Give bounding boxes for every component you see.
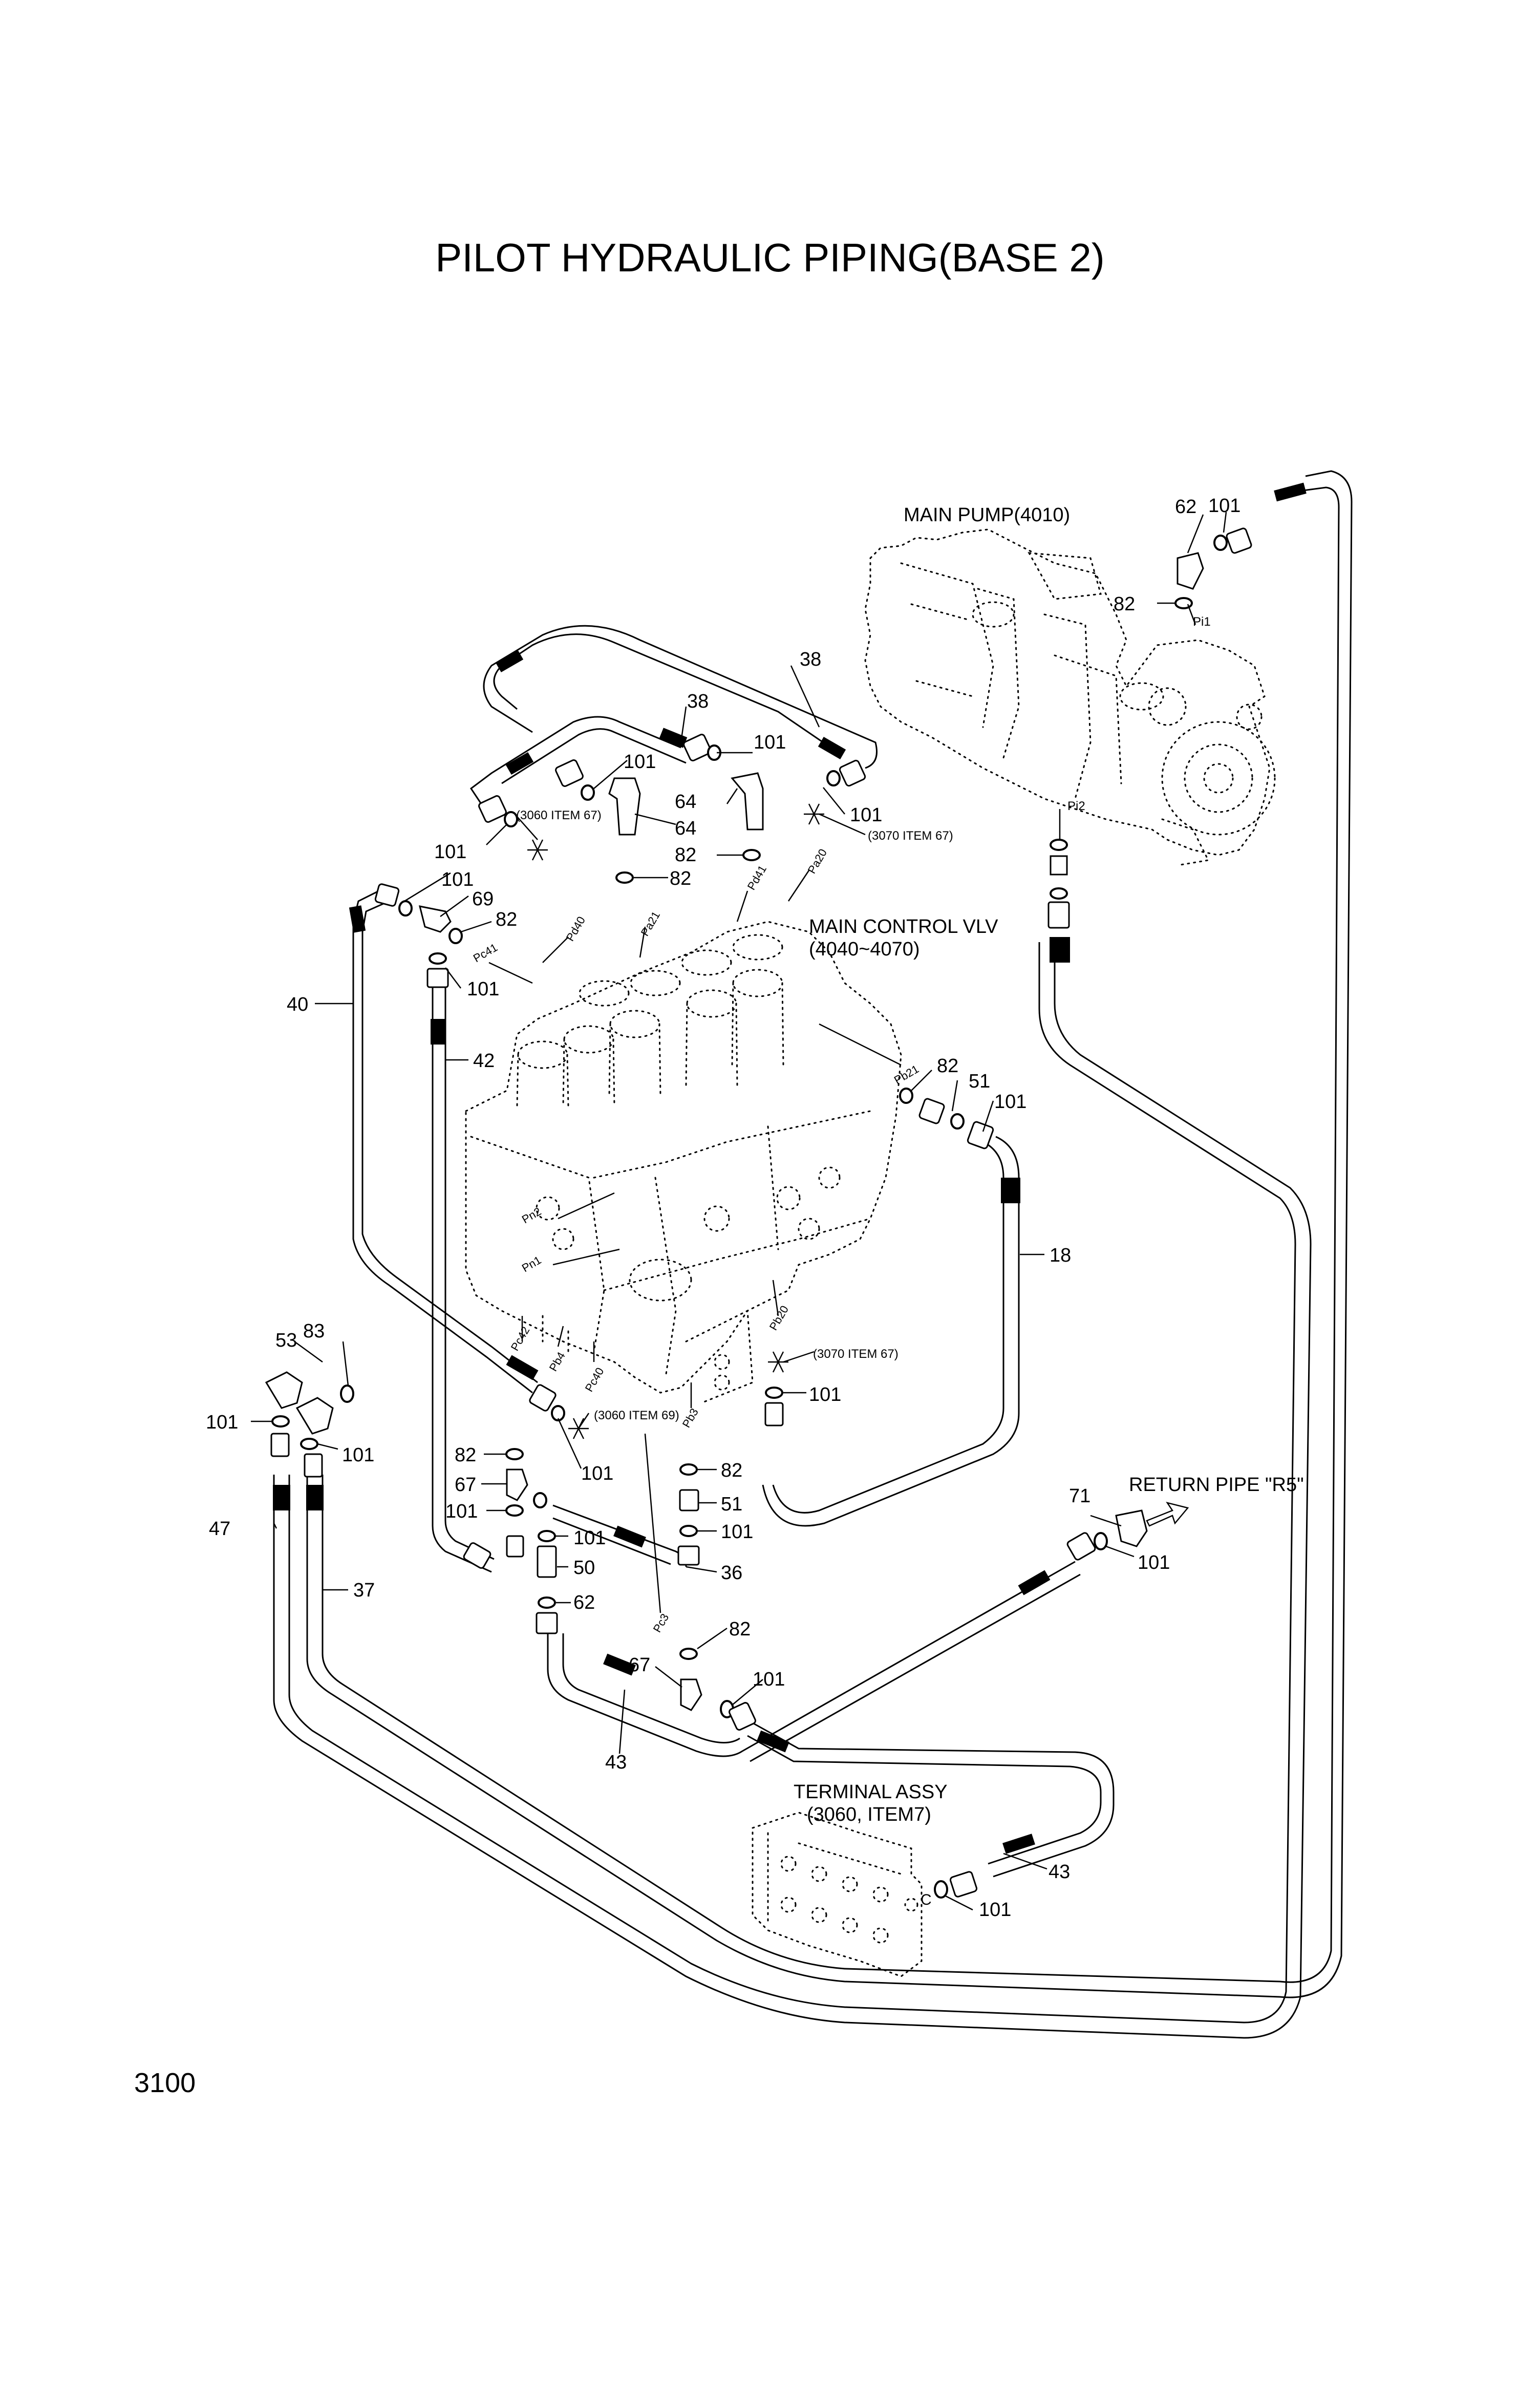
part-callout: 38 [687,691,709,712]
part-callout: 101 [994,1091,1026,1113]
part-callout: 101 [1138,1552,1170,1573]
reference-label: (3060 ITEM 69) [594,1409,679,1422]
part-callout: 101 [624,751,656,773]
part-callout: 101 [573,1527,606,1549]
port-pb20: Pb20 [767,1303,791,1332]
port-pd40: Pd40 [564,914,588,943]
port-pb21: Pb21 [892,1062,921,1087]
main-control-valve-range: (4040~4070) [809,939,920,960]
part-callout: 101 [467,978,499,1000]
port-pn2: Pn2 [520,1205,543,1226]
port-pc42: Pc42 [508,1325,532,1353]
part-callout: 101 [445,1501,478,1522]
part-callout: 53 [275,1330,297,1351]
diagram-title: PILOT HYDRAULIC PIPING(BASE 2) [435,235,1105,280]
port-pi2: Pi2 [1067,799,1085,813]
port-pi1: Pi1 [1193,615,1211,629]
part-callout: 101 [979,1899,1011,1921]
part-callout: 101 [850,804,882,826]
port-pd41: Pd41 [745,863,769,892]
part-callout: 82 [455,1444,476,1466]
part-callout: 18 [1050,1245,1071,1266]
part-callout: 101 [206,1412,238,1433]
part-callout: 62 [573,1592,595,1613]
part-callout: 37 [353,1580,375,1601]
part-callouts: 101 62 82 38 38 101 101 64 64 101 82 101… [206,495,1240,1921]
part-callout: 69 [472,888,494,910]
part-callout: 83 [303,1321,325,1342]
part-callout: 82 [937,1055,958,1077]
reference-label: (3070 ITEM 67) [868,829,953,843]
main-control-valve [465,921,902,1404]
reference-label: (3060 ITEM 67) [516,808,602,822]
part-callout: 38 [800,649,821,670]
main-pump [864,528,1276,866]
terminal-assy-ref: (3060, ITEM7) [807,1804,931,1825]
terminal-port-c: C [921,1891,932,1908]
port-pc3: Pc3 [651,1611,672,1634]
port-pa21: Pa21 [638,909,662,938]
part-callout: 42 [473,1050,495,1072]
part-callout: 50 [573,1557,595,1579]
part-callout: 67 [629,1654,650,1676]
part-callout: 82 [721,1460,742,1481]
fittings [265,527,1252,1899]
port-pc40: Pc40 [583,1366,607,1394]
part-callout: 101 [342,1444,374,1466]
part-callout: 82 [675,844,696,866]
port-pb3: Pb3 [680,1406,701,1430]
part-callout: 101 [754,732,786,753]
port-pc41: Pc41 [471,941,500,965]
part-callout: 101 [581,1463,613,1484]
part-callout: 51 [969,1071,990,1092]
part-callout: 64 [675,791,696,813]
leader-lines [251,512,1227,1911]
part-callout: 82 [496,909,517,930]
part-callout: 43 [605,1752,627,1773]
port-pb4: Pb4 [547,1350,568,1373]
part-callout: 64 [675,818,696,839]
part-callout: 82 [670,868,691,889]
reference-label: (3070 ITEM 67) [813,1347,899,1361]
main-control-valve-label: MAIN CONTROL VLV [809,916,998,938]
port-pn1: Pn1 [520,1253,543,1274]
part-callout: 82 [729,1619,751,1640]
part-callout: 101 [434,841,466,863]
terminal-assy [752,1812,923,1977]
part-callout: 67 [455,1474,476,1496]
part-callout: 101 [441,869,474,890]
hoses [273,470,1353,2039]
part-callout: 82 [1114,593,1135,615]
terminal-assy-label: TERMINAL ASSY [794,1781,948,1803]
hose-hatching [273,482,1307,1854]
part-callout: 47 [209,1518,230,1540]
page-number: 3100 [134,2068,196,2098]
part-callout: 101 [721,1521,753,1543]
part-callout: 43 [1049,1861,1070,1883]
part-callout: 101 [1208,495,1240,517]
part-callout: 101 [809,1384,841,1406]
main-pump-label: MAIN PUMP(4010) [904,504,1070,526]
part-callout: 71 [1069,1485,1090,1507]
port-pa20: Pa20 [805,846,829,876]
part-callout: 62 [1175,496,1196,518]
part-callout: 51 [721,1494,742,1515]
part-callout: 36 [721,1562,742,1584]
return-pipe-label: RETURN PIPE "R5" [1129,1474,1304,1496]
part-callout: 40 [287,994,308,1015]
part-callout: 101 [753,1669,785,1690]
